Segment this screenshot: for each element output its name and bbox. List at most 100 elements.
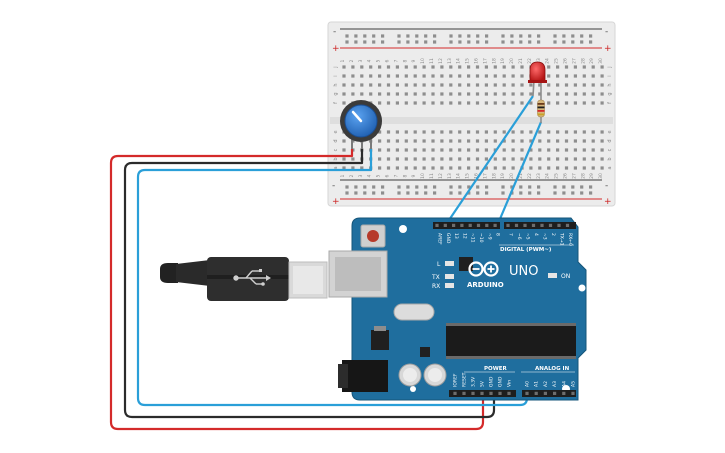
breadboard-hole[interactable] — [422, 65, 426, 69]
breadboard-hole[interactable] — [591, 92, 595, 96]
breadboard-hole[interactable] — [431, 65, 435, 69]
breadboard-hole[interactable] — [520, 74, 524, 78]
breadboard-hole[interactable] — [582, 157, 586, 161]
breadboard-hole[interactable] — [493, 65, 497, 69]
breadboard-hole[interactable] — [538, 148, 542, 152]
breadboard-hole[interactable] — [529, 148, 533, 152]
rail-hole[interactable] — [580, 40, 584, 44]
breadboard-hole[interactable] — [493, 83, 497, 87]
digital-pin[interactable] — [565, 223, 570, 227]
breadboard-hole[interactable] — [395, 74, 399, 78]
breadboard-hole[interactable] — [440, 130, 444, 134]
breadboard-hole[interactable] — [520, 83, 524, 87]
digital-header-2[interactable] — [504, 222, 576, 229]
breadboard-hole[interactable] — [449, 65, 453, 69]
rail-hole[interactable] — [476, 185, 480, 189]
breadboard-hole[interactable] — [342, 157, 346, 161]
breadboard-hole[interactable] — [431, 74, 435, 78]
breadboard-hole[interactable] — [502, 166, 506, 170]
rail-hole[interactable] — [467, 34, 471, 38]
breadboard-hole[interactable] — [413, 148, 417, 152]
breadboard-hole[interactable] — [547, 101, 551, 105]
breadboard-hole[interactable] — [413, 65, 417, 69]
breadboard-hole[interactable] — [395, 148, 399, 152]
breadboard-hole[interactable] — [342, 92, 346, 96]
breadboard-hole[interactable] — [404, 74, 408, 78]
breadboard-hole[interactable] — [458, 166, 462, 170]
breadboard-hole[interactable] — [511, 157, 515, 161]
digital-pin[interactable] — [476, 223, 481, 227]
rail-hole[interactable] — [354, 34, 358, 38]
rail-hole[interactable] — [433, 191, 437, 195]
breadboard-hole[interactable] — [538, 130, 542, 134]
breadboard-hole[interactable] — [573, 166, 577, 170]
power-pin[interactable] — [471, 391, 475, 395]
rail-hole[interactable] — [589, 40, 593, 44]
breadboard-hole[interactable] — [413, 166, 417, 170]
breadboard-hole[interactable] — [395, 65, 399, 69]
breadboard-hole[interactable] — [591, 130, 595, 134]
breadboard-hole[interactable] — [467, 101, 471, 105]
breadboard-hole[interactable] — [378, 65, 382, 69]
breadboard-hole[interactable] — [520, 130, 524, 134]
breadboard-hole[interactable] — [395, 157, 399, 161]
breadboard-hole[interactable] — [386, 101, 391, 105]
rail-hole[interactable] — [433, 185, 437, 189]
breadboard-hole[interactable] — [591, 166, 595, 170]
breadboard-hole[interactable] — [386, 130, 391, 134]
breadboard-hole[interactable] — [395, 130, 399, 134]
breadboard-hole[interactable] — [458, 65, 462, 69]
rail-hole[interactable] — [449, 185, 453, 189]
rail-hole[interactable] — [537, 185, 541, 189]
breadboard-hole[interactable] — [360, 92, 364, 96]
breadboard-hole[interactable] — [467, 83, 471, 87]
breadboard-hole[interactable] — [600, 157, 604, 161]
breadboard-hole[interactable] — [591, 65, 595, 69]
breadboard-hole[interactable] — [547, 139, 551, 143]
breadboard-hole[interactable] — [449, 74, 453, 78]
breadboard-hole[interactable] — [484, 130, 488, 134]
breadboard-hole[interactable] — [342, 74, 346, 78]
breadboard-hole[interactable] — [386, 92, 391, 96]
breadboard-hole[interactable] — [404, 101, 408, 105]
rail-hole[interactable] — [501, 191, 505, 195]
breadboard-hole[interactable] — [360, 83, 364, 87]
resistor[interactable] — [537, 92, 545, 123]
breadboard-hole[interactable] — [351, 157, 355, 161]
rail-hole[interactable] — [519, 191, 523, 195]
usb-cable[interactable] — [160, 257, 328, 301]
breadboard-hole[interactable] — [582, 74, 586, 78]
breadboard-hole[interactable] — [378, 148, 382, 152]
breadboard-hole[interactable] — [547, 83, 551, 87]
breadboard-hole[interactable] — [600, 65, 604, 69]
breadboard-hole[interactable] — [564, 74, 569, 78]
rail-hole[interactable] — [501, 34, 505, 38]
breadboard-hole[interactable] — [431, 92, 435, 96]
rail-hole[interactable] — [537, 40, 541, 44]
digital-pin[interactable] — [557, 223, 561, 227]
breadboard-hole[interactable] — [591, 139, 595, 143]
rail-hole[interactable] — [424, 34, 428, 38]
breadboard-hole[interactable] — [484, 92, 488, 96]
breadboard-hole[interactable] — [520, 148, 524, 152]
breadboard-hole[interactable] — [440, 157, 444, 161]
breadboard-hole[interactable] — [475, 65, 480, 69]
rail-hole[interactable] — [406, 34, 410, 38]
wire-black-gnd[interactable] — [123, 149, 496, 419]
breadboard-hole[interactable] — [573, 139, 577, 143]
rail-hole[interactable] — [415, 40, 419, 44]
breadboard-hole[interactable] — [591, 83, 595, 87]
rail-hole[interactable] — [571, 40, 575, 44]
digital-pin[interactable] — [468, 223, 472, 227]
breadboard-hole[interactable] — [440, 166, 444, 170]
breadboard-hole[interactable] — [413, 130, 417, 134]
breadboard-hole[interactable] — [413, 139, 417, 143]
breadboard-hole[interactable] — [556, 101, 560, 105]
rail-hole[interactable] — [406, 40, 410, 44]
rail-hole[interactable] — [433, 34, 437, 38]
breadboard-hole[interactable] — [502, 65, 506, 69]
rail-hole[interactable] — [354, 191, 358, 195]
breadboard-hole[interactable] — [351, 74, 355, 78]
breadboard-hole[interactable] — [440, 101, 444, 105]
rail-hole[interactable] — [406, 191, 410, 195]
